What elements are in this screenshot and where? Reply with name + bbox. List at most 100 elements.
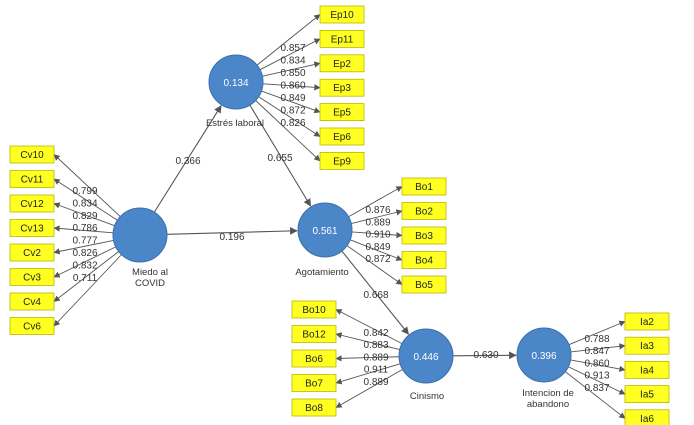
indicator-label: Cv11 [21, 175, 44, 186]
indicator-label: Ep9 [333, 156, 351, 167]
loading-arrow-Ep3 [262, 83, 321, 91]
loading-value: 0.850 [280, 68, 305, 79]
indicator-Ep3: Ep3 [319, 78, 365, 97]
loading-arrow-Ia4 [570, 359, 626, 372]
loading-arrow-Cv4 [53, 251, 119, 302]
indicator-box [401, 275, 447, 294]
indicator-box [319, 127, 365, 146]
indicator-Ep10: Ep10 [319, 5, 365, 24]
loading-value: 0.788 [584, 334, 609, 345]
loading-arrow-Bo2 [351, 209, 403, 224]
indicator-box [9, 243, 55, 262]
indicator-Ia6: Ia6 [624, 409, 670, 425]
indicator-label: Bo12 [302, 330, 326, 341]
loading-value: 0.834 [280, 56, 305, 67]
loading-value: 0.777 [72, 236, 97, 247]
indicator-box [319, 78, 365, 97]
loading-value: 0.911 [364, 365, 389, 376]
indicator-label: Cv13 [20, 224, 44, 235]
indicator-box [401, 177, 447, 196]
r-squared-value: 0.396 [531, 351, 556, 362]
loading-arrow-Ep11 [259, 38, 321, 71]
loading-value: 0.829 [72, 211, 97, 222]
loading-arrow-Ep9 [255, 100, 321, 162]
loading-value: 0.872 [280, 106, 305, 117]
indicator-label: Ep10 [330, 10, 354, 21]
construct-label: Intencion de [522, 388, 574, 399]
indicator-Ia3: Ia3 [624, 336, 670, 355]
indicator-Bo3: Bo3 [401, 226, 447, 245]
construct-circle [112, 207, 168, 263]
loading-arrow-Cv3 [53, 246, 116, 278]
indicator-Cv4: Cv4 [9, 292, 55, 311]
indicator-label: Cv3 [23, 273, 41, 284]
indicator-label: Ia4 [640, 365, 654, 376]
r-squared-value: 0.561 [312, 226, 337, 237]
loading-arrow-Bo4 [349, 239, 403, 261]
indicator-label: Cv10 [20, 150, 44, 161]
loading-arrow-Ia5 [568, 366, 626, 395]
loading-arrow-Bo5 [346, 245, 403, 285]
indicator-box [291, 300, 337, 319]
loading-value: 0.860 [584, 358, 609, 369]
indicator-box [9, 317, 55, 335]
loading-value: 0.847 [584, 346, 609, 357]
loading-value: 0.883 [363, 340, 388, 351]
indicator-label: Ia5 [640, 390, 654, 401]
r-squared-value: 0.134 [223, 78, 248, 89]
loading-value: 0.826 [72, 248, 97, 259]
indicator-label: Bo10 [302, 305, 326, 316]
indicator-Ia4: Ia4 [624, 360, 670, 379]
path-coefficient: 0.630 [473, 350, 498, 361]
indicator-label: Bo7 [305, 379, 323, 390]
indicator-box [319, 5, 365, 24]
loading-arrow-Ep5 [261, 90, 321, 114]
loading-value: 0.889 [363, 377, 388, 388]
indicator-Bo5: Bo5 [401, 275, 447, 294]
loading-value: 0.711 [73, 273, 98, 284]
loading-arrow-Bo6 [335, 355, 400, 362]
indicator-box [9, 194, 55, 213]
loading-value: 0.799 [72, 186, 97, 197]
indicator-label: Ia3 [640, 341, 654, 352]
loading-value: 0.857 [280, 43, 305, 54]
indicator-Cv3: Cv3 [9, 268, 55, 286]
loading-value: 0.849 [365, 242, 390, 253]
indicator-box [9, 292, 55, 311]
indicator-box [401, 226, 447, 245]
indicator-box [319, 103, 365, 121]
r-squared-value: 0.446 [413, 352, 438, 363]
path-arrow-miedo-estres [153, 105, 222, 213]
indicator-box [624, 385, 670, 404]
loading-arrow-Bo3 [351, 231, 403, 239]
indicator-Bo7: Bo7 [291, 374, 337, 392]
indicator-Bo1: Bo1 [401, 177, 447, 196]
indicator-label: Ep11 [331, 34, 354, 45]
indicator-label: Cv4 [23, 297, 41, 308]
loading-arrow-Cv2 [53, 239, 114, 255]
indicator-box [624, 409, 670, 425]
loading-value: 0.842 [363, 328, 388, 339]
indicator-label: Cv6 [23, 322, 41, 333]
indicator-box [624, 312, 670, 331]
indicator-box [401, 202, 447, 220]
loading-arrow-Cv13 [53, 225, 114, 234]
indicator-box [9, 170, 55, 188]
loading-arrow-Cv12 [53, 202, 115, 227]
loading-arrow-Bo1 [348, 186, 403, 218]
indicator-box [319, 29, 365, 48]
indicator-Bo10: Bo10 [291, 300, 337, 319]
indicator-box [319, 151, 365, 170]
indicator-Ia5: Ia5 [624, 385, 670, 404]
loading-arrow-Ia3 [570, 343, 626, 353]
loading-arrow-Cv11 [53, 178, 118, 221]
indicator-label: Ep6 [333, 132, 351, 143]
loading-value: 0.872 [365, 254, 390, 265]
loading-arrow-Bo7 [335, 363, 401, 385]
indicator-Bo2: Bo2 [401, 202, 447, 220]
